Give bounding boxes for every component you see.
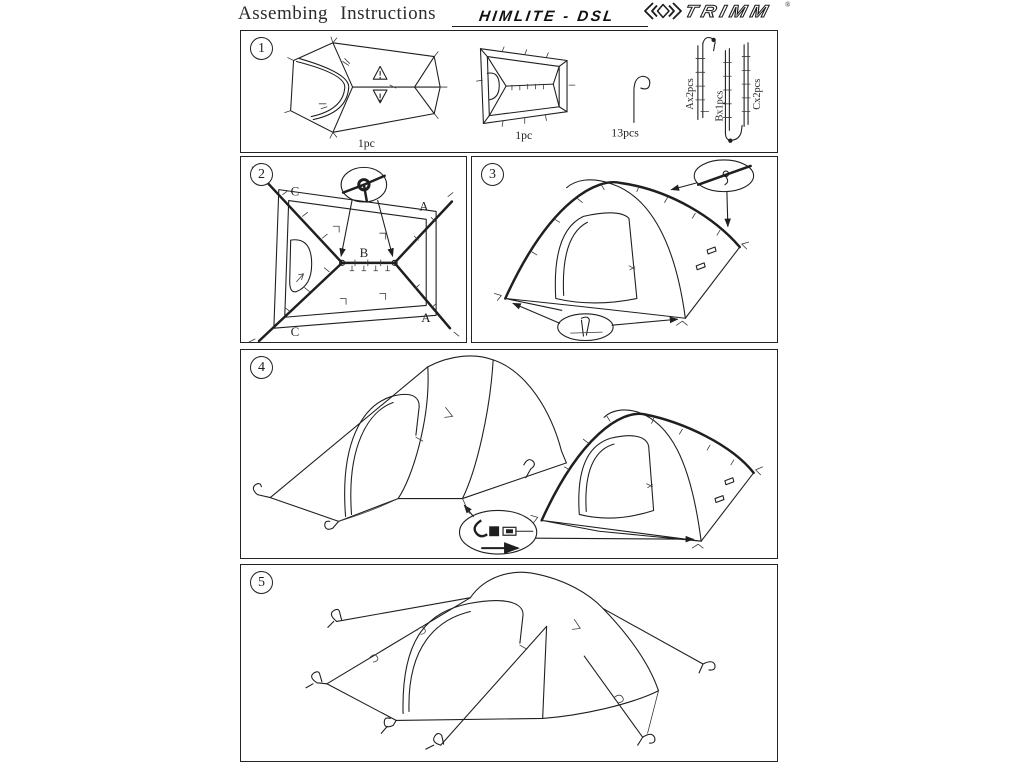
step-2-diagram: C A B A C [248, 164, 460, 342]
step-4-panel: 4 [240, 349, 778, 559]
pole-c-top-label: C [291, 185, 300, 199]
inner-tent-qty-label: 1pc [515, 128, 532, 142]
step-2-panel: 2 [240, 156, 467, 343]
step-5-diagram [305, 571, 716, 750]
brand-logo: TRIMM ® [644, 1, 791, 21]
step-4-diagram [252, 355, 763, 555]
step-5-panel: 5 [240, 564, 778, 762]
step-3-diagram [494, 159, 755, 342]
model-name: HIMLITE - DSL [477, 8, 617, 25]
pole-c-label: Cx2pcs [752, 79, 763, 110]
inner-dome-drawing [530, 409, 763, 549]
step-3-panel: 3 [471, 156, 778, 343]
peg-detail-callout [512, 302, 679, 342]
step-5-number: 5 [250, 571, 273, 594]
peg-drawing [633, 75, 651, 124]
step-1-diagram: 1pc 1pc 13pcs [284, 36, 763, 150]
step-2-number: 2 [250, 163, 273, 186]
brand-registered-mark: ® [785, 1, 791, 9]
dome-tent-drawing [494, 179, 750, 326]
poles-drawing [695, 36, 751, 143]
inner-tent-drawing [476, 46, 576, 127]
pole-a-bottom-label: A [421, 311, 431, 325]
flysheet-qty-label: 1pc [358, 136, 375, 150]
inner-tent-outline [273, 189, 437, 329]
guy-lines-and-pegs [305, 597, 716, 750]
pole-b-label: Bx1pcs [714, 91, 725, 122]
step-3-number: 3 [481, 163, 504, 186]
pole-a-label: Ax2pcs [685, 78, 696, 110]
step-1-number: 1 [250, 37, 273, 60]
brand-text: TRIMM [683, 2, 774, 21]
clip-detail-callout [670, 159, 755, 228]
hub-detail-callout [339, 166, 394, 257]
step-4-number: 4 [250, 356, 273, 379]
step-1-panel: 1 1pc [240, 30, 778, 153]
model-underline [452, 26, 648, 27]
flysheet-drawing [284, 36, 448, 139]
pole-b-label: B [360, 246, 369, 260]
page-title: Assembing Instructions [238, 3, 436, 24]
buckle-detail-callout [458, 498, 695, 555]
pole-c-bottom-label: C [291, 325, 300, 339]
finished-tent-drawing [326, 571, 660, 721]
pole-a-top-label: A [419, 199, 429, 213]
pegs-qty-label: 13pcs [611, 125, 639, 139]
flysheet-tent-drawing [252, 355, 567, 530]
brand-mark-icon [644, 2, 682, 20]
